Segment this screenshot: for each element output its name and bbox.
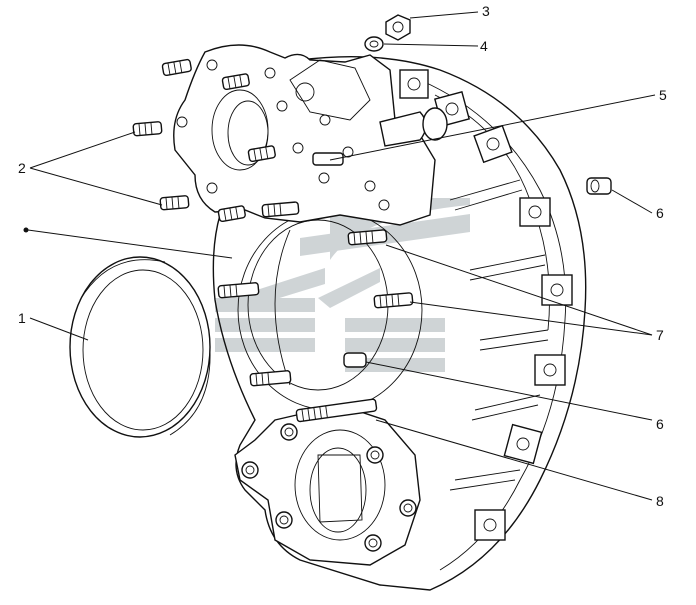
flywheel-housing: [212, 55, 587, 591]
lower-stud: [295, 398, 378, 423]
lower-flange: [234, 404, 421, 566]
housing-studs: [217, 229, 414, 387]
callout-5: 5: [659, 87, 667, 103]
callout-2: 2: [18, 160, 26, 176]
callout-4: 4: [480, 38, 488, 54]
callout-6-lower: 6: [656, 416, 664, 432]
plug-and-washer: [364, 14, 411, 52]
plugs: [343, 177, 612, 368]
flange-studs: [132, 58, 300, 223]
callout-8: 8: [656, 493, 664, 509]
seal-ring: [69, 256, 211, 438]
callout-6-upper: 6: [656, 205, 664, 221]
dowel-pin: [312, 152, 344, 166]
callout-labels: 3 4 5 2 6 1 7 6 8: [18, 3, 667, 509]
reference-dot: [23, 227, 29, 233]
callout-3: 3: [482, 3, 490, 19]
callout-7: 7: [656, 327, 664, 343]
mounting-flange: [173, 44, 448, 226]
callout-1: 1: [18, 310, 26, 326]
leader-lines: [27, 11, 656, 501]
